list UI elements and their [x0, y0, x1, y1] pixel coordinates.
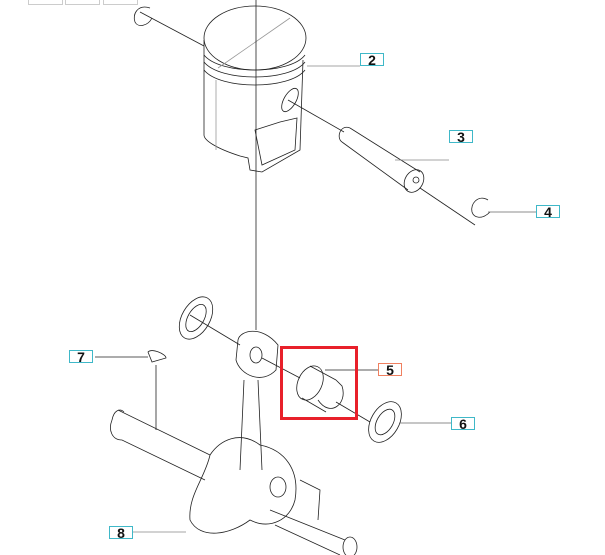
callout-5[interactable]: 5 — [378, 363, 402, 377]
circlip-right — [419, 187, 536, 226]
toolbar-box-2[interactable] — [65, 0, 100, 5]
circlip-top — [133, 6, 205, 47]
callout-2[interactable]: 2 — [360, 53, 384, 67]
callout-6[interactable]: 6 — [451, 417, 475, 431]
woodruff-key — [95, 350, 167, 430]
connecting-rod — [235, 330, 301, 471]
callout-7[interactable]: 7 — [69, 350, 93, 364]
toolbar-box-3[interactable] — [103, 0, 138, 5]
piston — [203, 5, 360, 173]
thrust-washer-left — [178, 296, 241, 346]
piston-pin — [287, 99, 449, 193]
callout-3[interactable]: 3 — [449, 130, 473, 144]
callout-8[interactable]: 8 — [109, 526, 133, 540]
toolbar-box-1[interactable] — [28, 0, 63, 5]
thrust-washer-right — [368, 401, 451, 443]
needle-bearing — [296, 365, 378, 423]
callout-4[interactable]: 4 — [536, 205, 560, 219]
crankshaft — [110, 409, 358, 555]
